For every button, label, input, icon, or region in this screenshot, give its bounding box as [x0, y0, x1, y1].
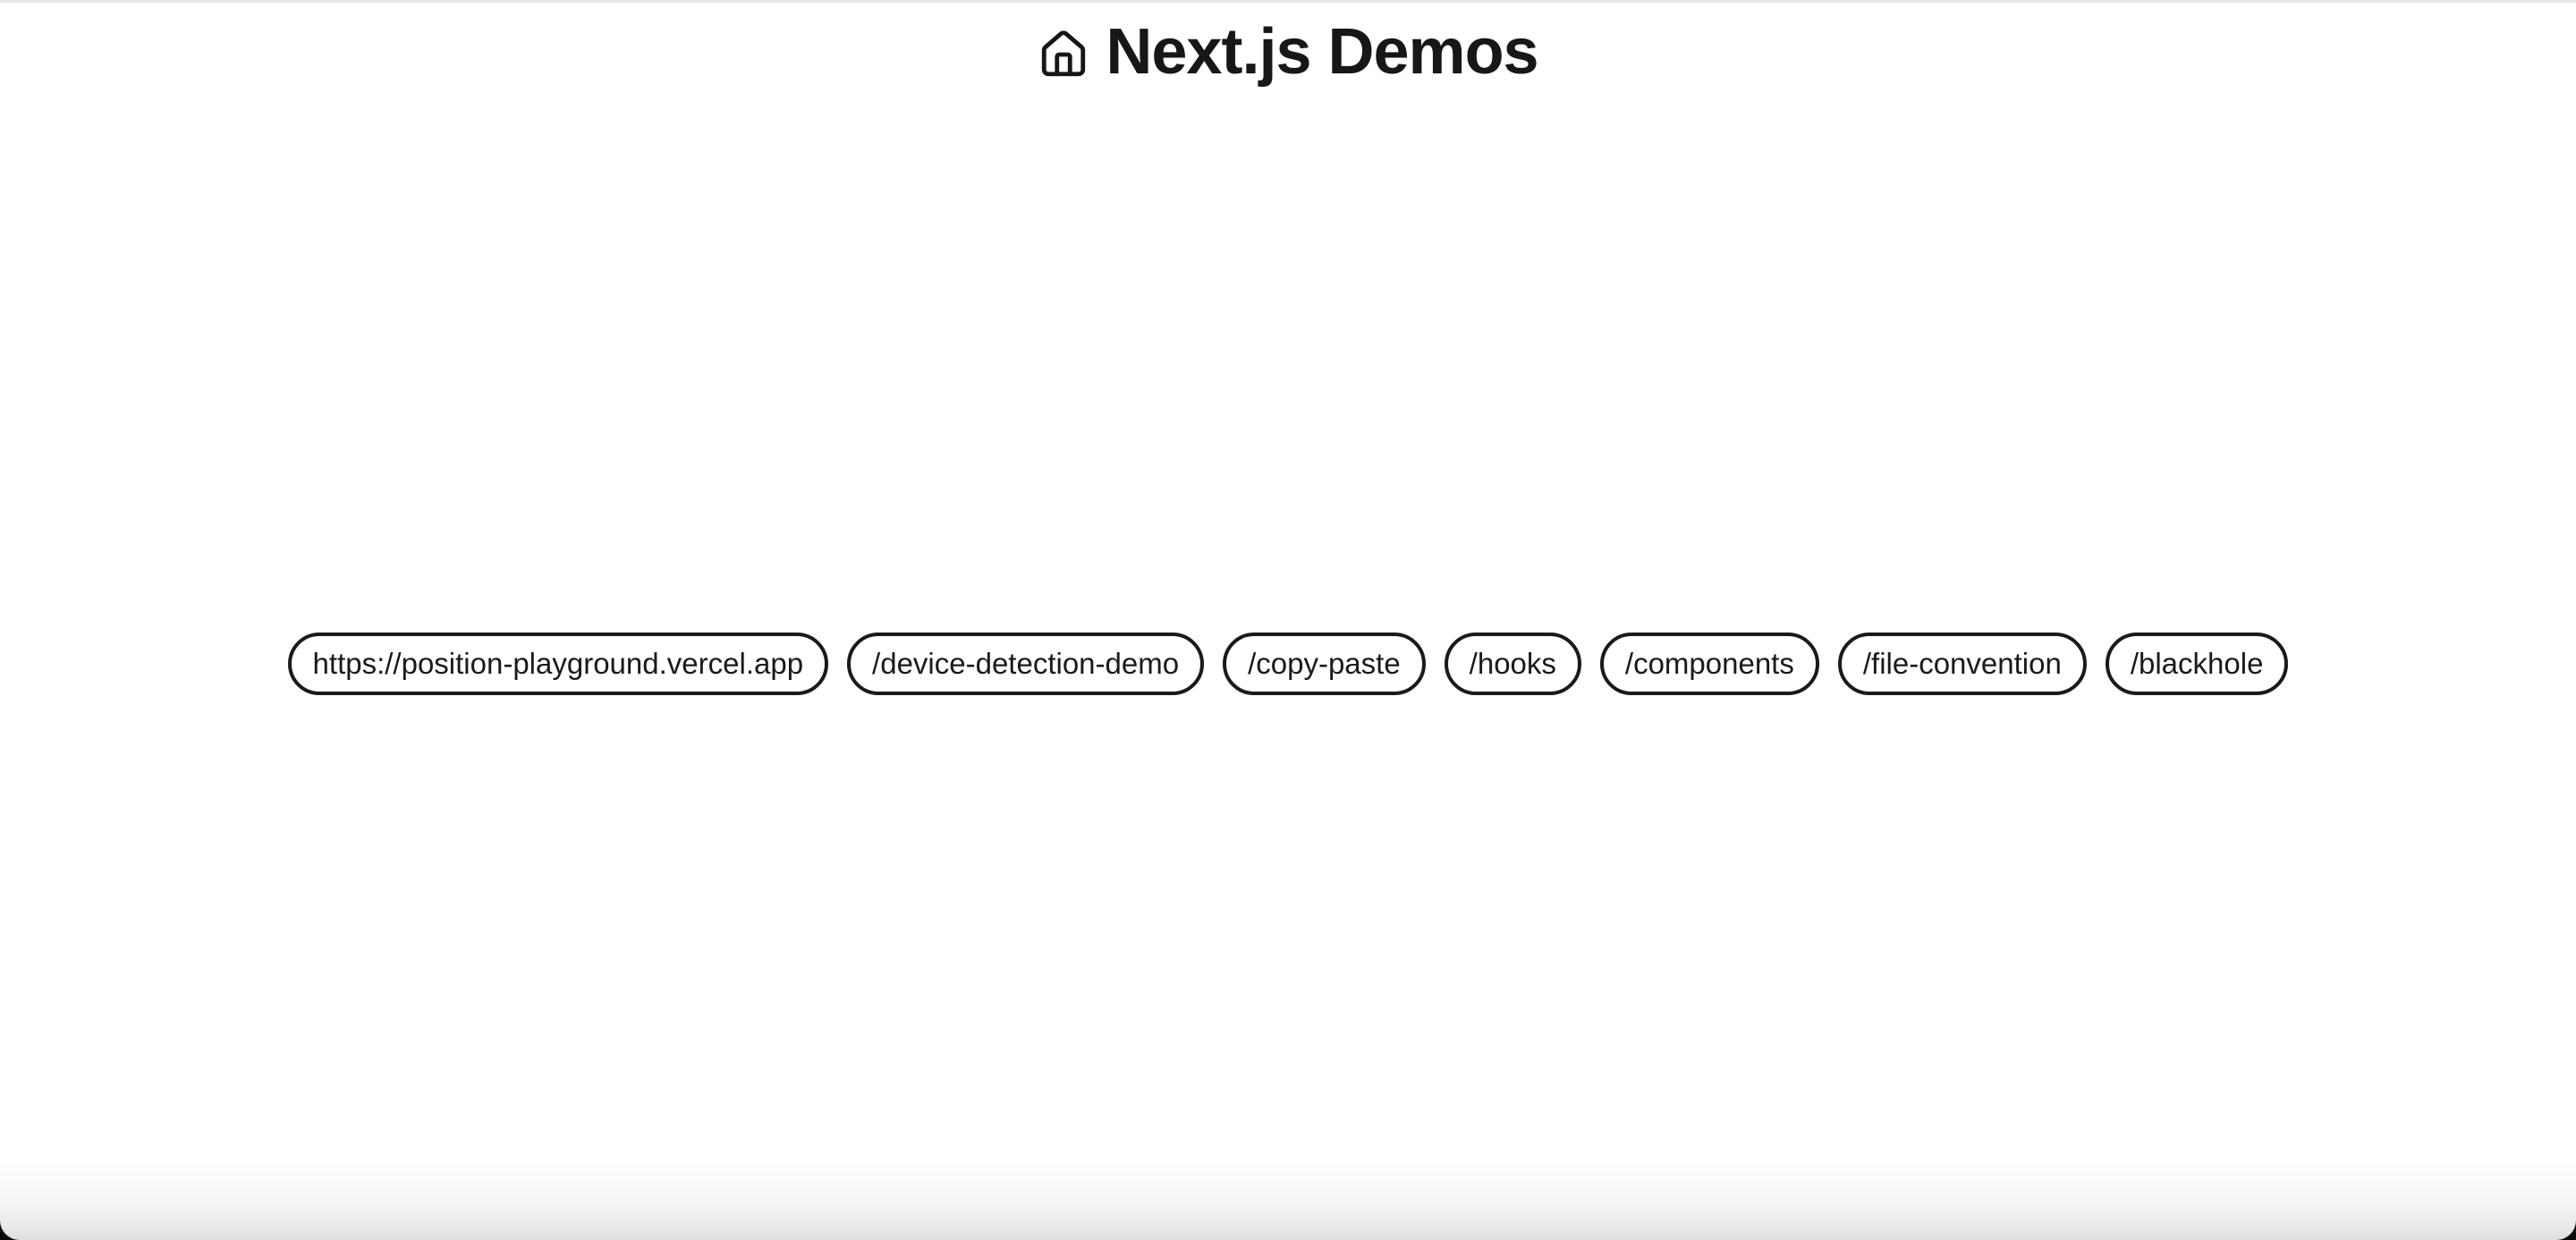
link-file-convention[interactable]: /file-convention	[1837, 632, 2087, 696]
house-icon	[1038, 25, 1089, 81]
link-blackhole[interactable]: /blackhole	[2105, 632, 2289, 696]
link-position-playground[interactable]: https://position-playground.vercel.app	[287, 632, 829, 696]
page-title: Next.js Demos	[1106, 16, 1538, 88]
page-header: Next.js Demos	[0, 3, 2576, 88]
link-components[interactable]: /components	[1599, 632, 1819, 696]
top-border-line	[0, 0, 2576, 3]
link-copy-paste[interactable]: /copy-paste	[1223, 632, 1426, 696]
link-hooks[interactable]: /hooks	[1444, 632, 1581, 696]
link-device-detection-demo[interactable]: /device-detection-demo	[847, 632, 1205, 696]
demo-links-row: https://position-playground.vercel.app /…	[0, 88, 2576, 1240]
